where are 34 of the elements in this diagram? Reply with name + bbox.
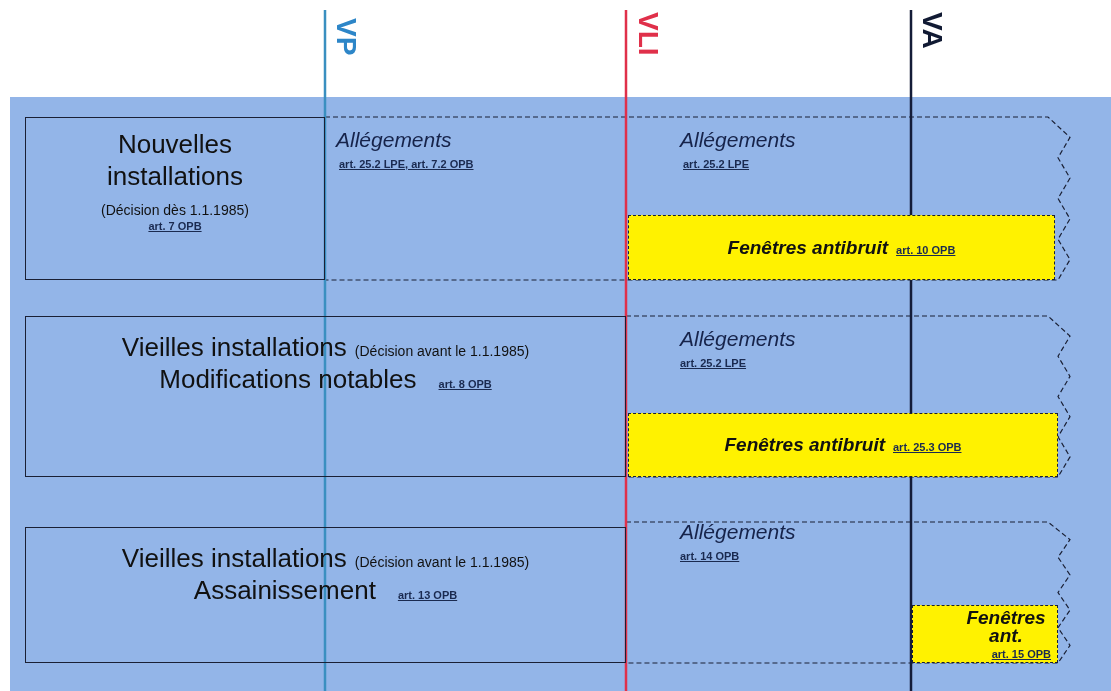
category-box xyxy=(25,527,626,663)
article-reference: art. 8 OPB xyxy=(438,378,492,390)
highlight-box xyxy=(628,215,1055,280)
article-reference: art. 25.2 LPE xyxy=(680,357,747,369)
limit-value-label: VLI xyxy=(632,12,664,56)
box-title: Vieilles installations xyxy=(121,542,347,574)
box-subtitle: Assainissement xyxy=(193,574,376,606)
limit-value-label: VA xyxy=(916,12,948,49)
article-reference: art. 15 OPB xyxy=(991,647,1051,660)
relief-label: Allégements xyxy=(336,128,452,152)
article-reference: art. 25.3 OPB xyxy=(893,441,962,453)
decision-note: (Décision dès 1.1.1985) xyxy=(101,201,249,220)
decision-note: (Décision avant le 1.1.1985) xyxy=(354,342,530,361)
relief-label: Allégements xyxy=(680,520,796,544)
article-reference: art. 13 OPB xyxy=(397,589,458,601)
limit-value-label: VP xyxy=(330,18,362,56)
category-box xyxy=(25,117,325,280)
box-title: Vieilles installations xyxy=(121,331,347,363)
decision-note: (Décision avant le 1.1.1985) xyxy=(354,553,530,572)
measure-title: Fenêtres ant. xyxy=(965,608,1047,645)
article-reference: art. 10 OPB xyxy=(896,243,956,256)
article-reference: art. 7 OPB xyxy=(148,220,202,232)
article-reference: art. 25.2 LPE xyxy=(683,158,750,170)
box-subtitle: Modifications notables xyxy=(159,363,417,395)
category-box xyxy=(25,316,626,477)
box-title: Nouvelles installations xyxy=(106,128,244,192)
article-reference: art. 25.2 LPE, art. 7.2 OPB xyxy=(339,158,474,170)
article-reference: art. 14 OPB xyxy=(680,550,740,562)
measure-title: Fenêtres antibruit xyxy=(727,236,889,259)
relief-label: Allégements xyxy=(680,327,796,351)
highlight-box xyxy=(912,605,1058,663)
highlight-box xyxy=(628,413,1058,477)
measure-title: Fenêtres antibruit xyxy=(724,434,885,456)
relief-label: Allégements xyxy=(680,128,796,152)
